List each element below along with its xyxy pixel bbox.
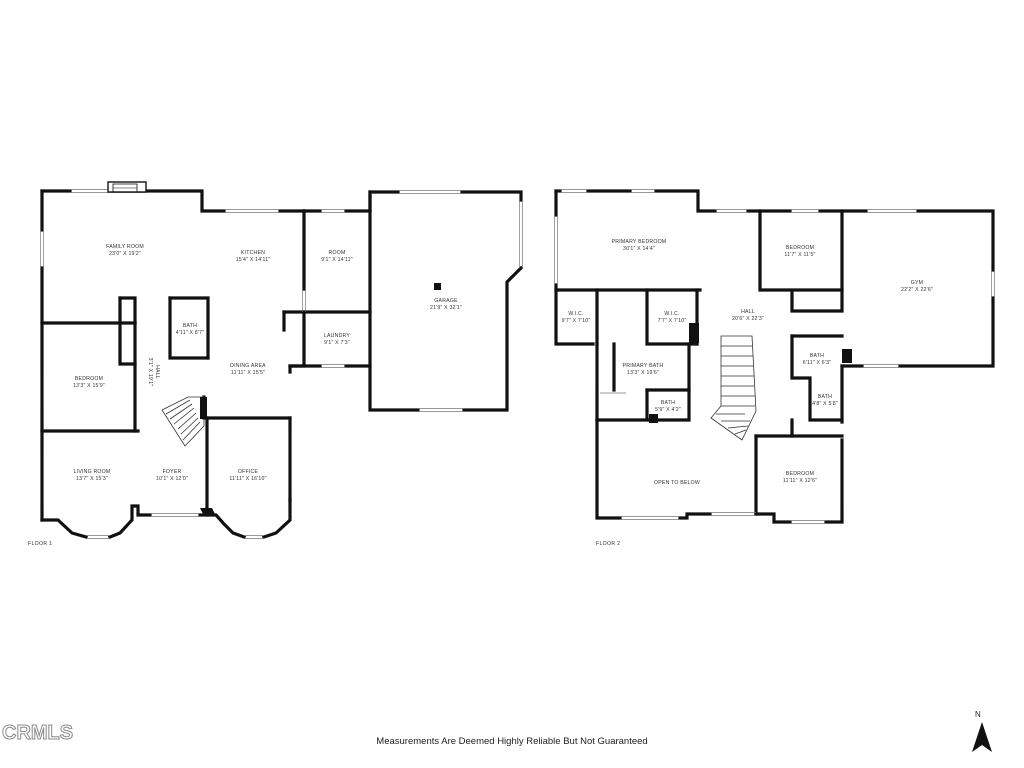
column-icon xyxy=(689,323,699,343)
hall-label: HALL xyxy=(154,365,160,379)
disclaimer-text: Measurements Are Deemed Highly Reliable … xyxy=(376,736,648,747)
floor-2-windows xyxy=(554,189,995,524)
room-name: OPEN TO BELOW xyxy=(654,480,700,486)
floor-1-plan: FAMILY ROOM 23'0" X 19'2" KITCHEN 15'4" … xyxy=(28,181,524,547)
room-size: 11'7" X 11'5" xyxy=(784,252,815,258)
room-name: GARAGE xyxy=(434,298,458,304)
garage-post-icon xyxy=(434,283,441,290)
room-name: BATH xyxy=(818,394,832,400)
room-name: BATH xyxy=(810,353,824,359)
room-size: 13'3" X 15'9" xyxy=(73,383,105,389)
room-name: HALL xyxy=(741,309,755,315)
floor-2-label: FLOOR 2 xyxy=(596,541,620,547)
room-name: ROOM xyxy=(329,250,346,256)
column-icon xyxy=(200,397,207,419)
room-name: W.I.C. xyxy=(664,311,679,317)
room-size: 11'11" X 15'5" xyxy=(231,370,265,376)
room-name: W.I.C. xyxy=(568,311,583,317)
room-size: 13'3" X 19'6" xyxy=(627,370,659,376)
stairs-floor-1-icon xyxy=(161,396,205,447)
room-size: 23'0" X 19'2" xyxy=(109,251,141,257)
floor-1-windows xyxy=(40,189,523,539)
room-name: DINING AREA xyxy=(230,363,266,369)
room-size: 9'7" X 7'10" xyxy=(562,318,591,324)
room-size: 6'11" X 6'3" xyxy=(803,360,831,366)
room-size: 13'7" X 15'3" xyxy=(76,476,108,482)
room-size: 22'2" X 22'6" xyxy=(901,287,933,293)
room-size: 21'9" X 32'1" xyxy=(430,305,462,311)
room-name: KITCHEN xyxy=(241,250,265,256)
north-label: N xyxy=(975,710,981,719)
north-arrow-icon xyxy=(972,722,992,752)
room-name: BATH xyxy=(183,323,197,329)
column-icon xyxy=(842,349,852,363)
room-size: 9'1" X 14'11" xyxy=(321,257,353,263)
room-size: 11'11" X 16'10" xyxy=(229,476,266,482)
room-name: LIVING ROOM xyxy=(74,469,111,475)
room-name: BEDROOM xyxy=(786,245,814,251)
room-size: 9'1" X 7'3" xyxy=(324,340,350,346)
floor-2-plan: PRIMARY BEDROOM 30'1" X 14'4" BEDROOM 11… xyxy=(554,189,995,547)
room-name: BEDROOM xyxy=(75,376,103,382)
hall-size: 3'1" X 19'1" xyxy=(147,358,153,387)
fireplace-icon xyxy=(107,181,147,193)
floor-1-label: FLOOR 1 xyxy=(28,541,52,547)
watermark-logo: CRMLS xyxy=(1,722,74,745)
room-size: 4'11" X 8'7" xyxy=(176,330,204,336)
room-size: 4'8" X 5'8" xyxy=(812,401,838,407)
room-size: 30'1" X 14'4" xyxy=(623,246,655,252)
room-name: GYM xyxy=(911,280,923,286)
room-size: 11'11" X 12'6" xyxy=(783,478,817,484)
room-size: 10'1" X 12'0" xyxy=(156,476,188,482)
room-name: FAMILY ROOM xyxy=(106,244,144,250)
room-name: BATH xyxy=(661,400,675,406)
room-size: 15'4" X 14'11" xyxy=(236,257,271,263)
room-size: 5'9" X 4'2" xyxy=(655,407,681,413)
stairs-floor-2-icon xyxy=(710,335,757,441)
room-name: LAUNDRY xyxy=(324,333,350,339)
floor-2-walls xyxy=(554,189,995,524)
room-name: PRIMARY BATH xyxy=(623,363,664,369)
room-size: 20'6" X 22'3" xyxy=(732,316,764,322)
room-name: BEDROOM xyxy=(786,471,814,477)
column-icon xyxy=(649,414,658,423)
floor-1-walls xyxy=(40,189,524,540)
room-name: PRIMARY BEDROOM xyxy=(612,239,667,245)
room-size: 7'7" X 7'10" xyxy=(658,318,687,324)
column-icon xyxy=(200,508,216,516)
room-name: OFFICE xyxy=(238,469,259,475)
room-name: FOYER xyxy=(163,469,182,475)
